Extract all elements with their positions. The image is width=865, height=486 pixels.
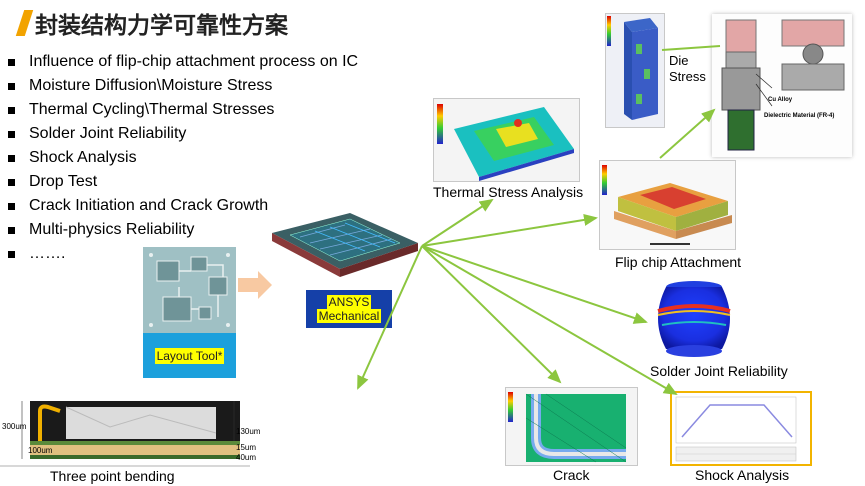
dim-right-1: 130um <box>236 427 261 436</box>
bullet-square-icon <box>8 106 15 114</box>
dim-left-top: 300um <box>2 422 27 431</box>
list-item: Influence of flip-chip attachment proces… <box>8 50 358 74</box>
flip-chip-graphic <box>600 161 735 249</box>
shock-analysis-image <box>670 391 812 466</box>
dim-right-3: 40um <box>236 453 257 462</box>
list-item: Thermal Cycling\Thermal Stresses <box>8 98 358 122</box>
bullet-square-icon <box>8 202 15 210</box>
pcb-layout-graphic <box>143 247 236 333</box>
bullet-square-icon <box>8 82 15 90</box>
list-item: Shock Analysis <box>8 146 358 170</box>
thermal-stress-graphic <box>434 99 579 181</box>
list-item: Crack Initiation and Crack Growth <box>8 194 358 218</box>
arrow-to-crack <box>421 245 562 384</box>
crack-graphic <box>506 388 637 465</box>
three-point-bending-caption: Three point bending <box>50 468 175 484</box>
layout-tool-box: Layout Tool* <box>143 333 236 378</box>
die-model-graphic <box>721 19 845 151</box>
bullet-square-icon <box>8 178 15 186</box>
die-stress-caption-line1: Die <box>669 53 689 68</box>
page-title: 封装结构力学可靠性方案 <box>35 13 288 39</box>
flip-chip-image <box>599 160 736 250</box>
arrow-to-die-model <box>659 108 716 159</box>
pcb-layout-image <box>143 247 236 333</box>
dim-right-2: 15um <box>236 443 257 452</box>
list-item: Solder Joint Reliability <box>8 122 358 146</box>
list-item: Moisture Diffusion\Moisture Stress <box>8 74 358 98</box>
package-3d-model-image <box>270 205 420 285</box>
list-item: Drop Test <box>8 170 358 194</box>
list-item: ……. <box>8 242 358 266</box>
orange-right-arrow-icon <box>238 271 272 299</box>
topic-list: Influence of flip-chip attachment proces… <box>8 50 358 266</box>
crack-caption: Crack <box>553 467 590 483</box>
list-item: Multi-physics Reliability <box>8 218 358 242</box>
three-point-bending-image: 300um 100um 130um 15um 40um <box>0 397 260 467</box>
arrow-to-flip-chip <box>421 213 598 247</box>
thermal-stress-caption: Thermal Stress Analysis <box>433 184 584 200</box>
bullet-square-icon <box>8 154 15 162</box>
solder-ball-graphic <box>657 281 731 357</box>
arrow-to-thermal-stress <box>421 198 494 247</box>
package-3d-graphic <box>272 213 418 277</box>
shock-analysis-graphic <box>675 396 797 462</box>
dielectric-label: Dielectric Material (FR-4) <box>764 113 835 119</box>
arrow-to-solder-joint <box>421 245 648 324</box>
solder-joint-caption: Solder Joint Reliability <box>650 363 788 379</box>
die-model-image: Cu Alloy Dielectric Material (FR-4) <box>712 14 852 157</box>
bullet-square-icon <box>8 58 15 66</box>
die-stress-image <box>605 13 665 128</box>
three-point-bending-graphic <box>0 401 250 467</box>
bullet-square-icon <box>8 226 15 234</box>
ansys-label-line1: ANSYS <box>326 295 372 309</box>
shock-analysis-caption: Shock Analysis <box>695 467 790 483</box>
die-stress-caption-line2: Stress <box>669 69 706 84</box>
bullet-square-icon <box>8 250 15 258</box>
dim-left-bottom: 100um <box>28 446 53 455</box>
cu-alloy-label: Cu Alloy <box>768 97 793 103</box>
ansys-mechanical-box: ANSYS Mechanical <box>306 290 392 328</box>
flip-chip-caption: Flip chip Attachment <box>615 254 742 270</box>
crack-image <box>505 387 638 466</box>
ansys-label-line2: Mechanical <box>316 309 382 323</box>
title-accent-mark <box>15 10 34 36</box>
layout-tool-label: Layout Tool* <box>154 347 225 364</box>
bullet-square-icon <box>8 130 15 138</box>
die-stress-graphic <box>606 14 664 127</box>
solder-ball-image <box>648 277 740 361</box>
thermal-stress-image <box>433 98 580 182</box>
